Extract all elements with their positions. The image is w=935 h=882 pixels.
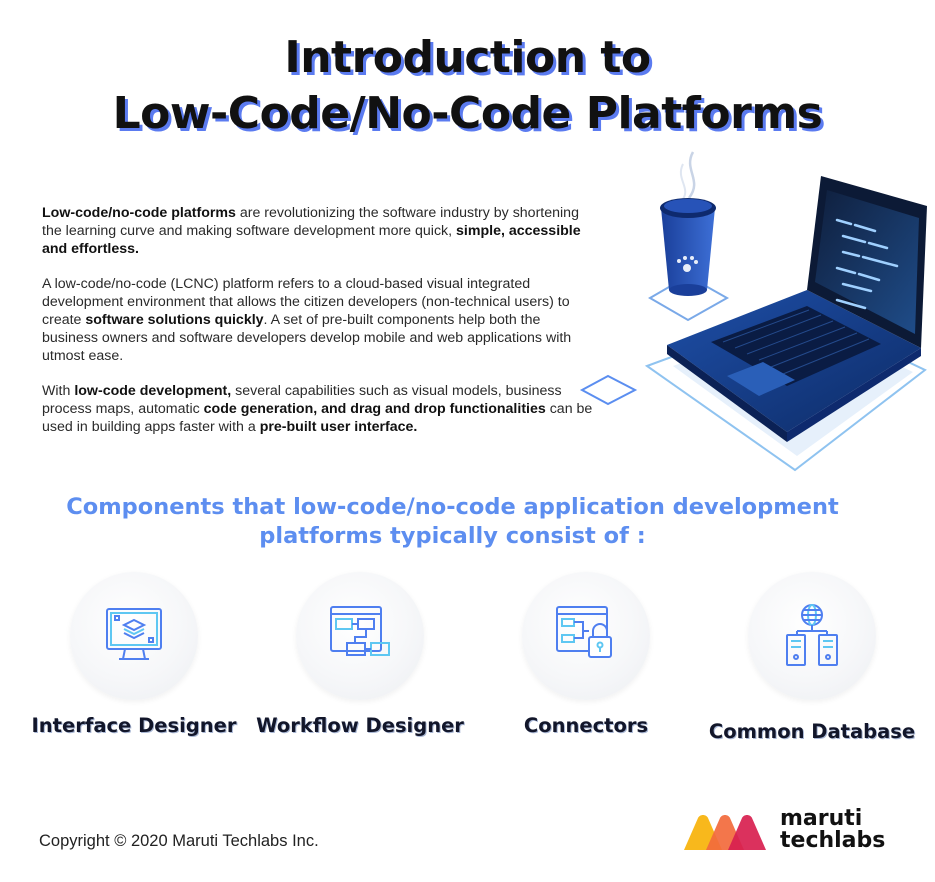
component-icon-circle — [296, 572, 424, 700]
component-workflow-designer: Workflow Designer — [250, 572, 470, 737]
component-common-database: Common Database — [702, 572, 922, 743]
text: A low-code/no-code (LCNC) platform refer… — [42, 276, 570, 328]
text: several capabilities such as visual mode… — [42, 383, 562, 417]
connectors-icon — [556, 606, 612, 658]
text: . A set of pre-built components help bot… — [42, 312, 572, 364]
logo-line-2: techlabs — [780, 828, 886, 853]
components-heading: Components that low-code/no-code applica… — [30, 493, 875, 551]
component-connectors: Connectors — [476, 572, 696, 737]
intro-text: Low-code/no-code platforms are revolutio… — [42, 204, 597, 453]
text: are revolutionizing the software industr… — [42, 205, 579, 239]
bold-text: pre-built user interface. — [259, 419, 418, 435]
interface-designer-icon — [106, 608, 162, 660]
coffee-cup-icon — [661, 208, 715, 290]
steam-icon — [687, 151, 696, 199]
component-label: Workflow Designer — [256, 714, 464, 737]
logo-mark-icon — [684, 815, 766, 850]
maruti-techlabs-logo: maruti techlabs — [680, 808, 910, 858]
intro-paragraph-1: Low-code/no-code platforms are revolutio… — [42, 204, 597, 258]
logo-line-1: maruti — [780, 806, 863, 831]
component-icon-circle — [70, 572, 198, 700]
bold-text: software solutions quickly — [85, 312, 264, 328]
component-label: Common Database — [708, 720, 916, 743]
workflow-designer-icon — [330, 606, 390, 656]
subhead-line-1: Components that low-code/no-code applica… — [66, 494, 839, 520]
bold-text: code generation, and drag and drop funct… — [203, 401, 546, 417]
title-line-2: Low-Code/No-Code Platforms — [112, 88, 823, 139]
page-title: Introduction to Low-Code/No-Code Platfor… — [0, 30, 935, 142]
component-label: Connectors — [523, 714, 649, 737]
component-icon-circle — [748, 572, 876, 700]
intro-paragraph-2: A low-code/no-code (LCNC) platform refer… — [42, 275, 597, 365]
code-screen — [815, 190, 919, 334]
subhead-line-2: platforms typically consist of : — [259, 523, 646, 549]
bold-text: Low-code/no-code platforms — [42, 205, 236, 221]
component-label: Interface Designer — [31, 714, 237, 737]
title-line-1: Introduction to — [284, 32, 651, 83]
logo-wordmark: maruti techlabs — [780, 808, 885, 852]
bold-text: low-code development, — [74, 383, 232, 399]
component-icon-circle — [522, 572, 650, 700]
text: With — [42, 383, 75, 399]
text: can be used in building apps faster with… — [42, 401, 593, 435]
laptop-coffee-illustration — [579, 151, 927, 472]
common-database-icon — [786, 604, 838, 666]
intro-paragraph-3: With low-code development, several capab… — [42, 382, 597, 436]
bold-text: simple, accessible and effortless. — [42, 223, 581, 257]
copyright-text: Copyright © 2020 Maruti Techlabs Inc. — [39, 832, 319, 850]
component-interface-designer: Interface Designer — [24, 572, 244, 737]
